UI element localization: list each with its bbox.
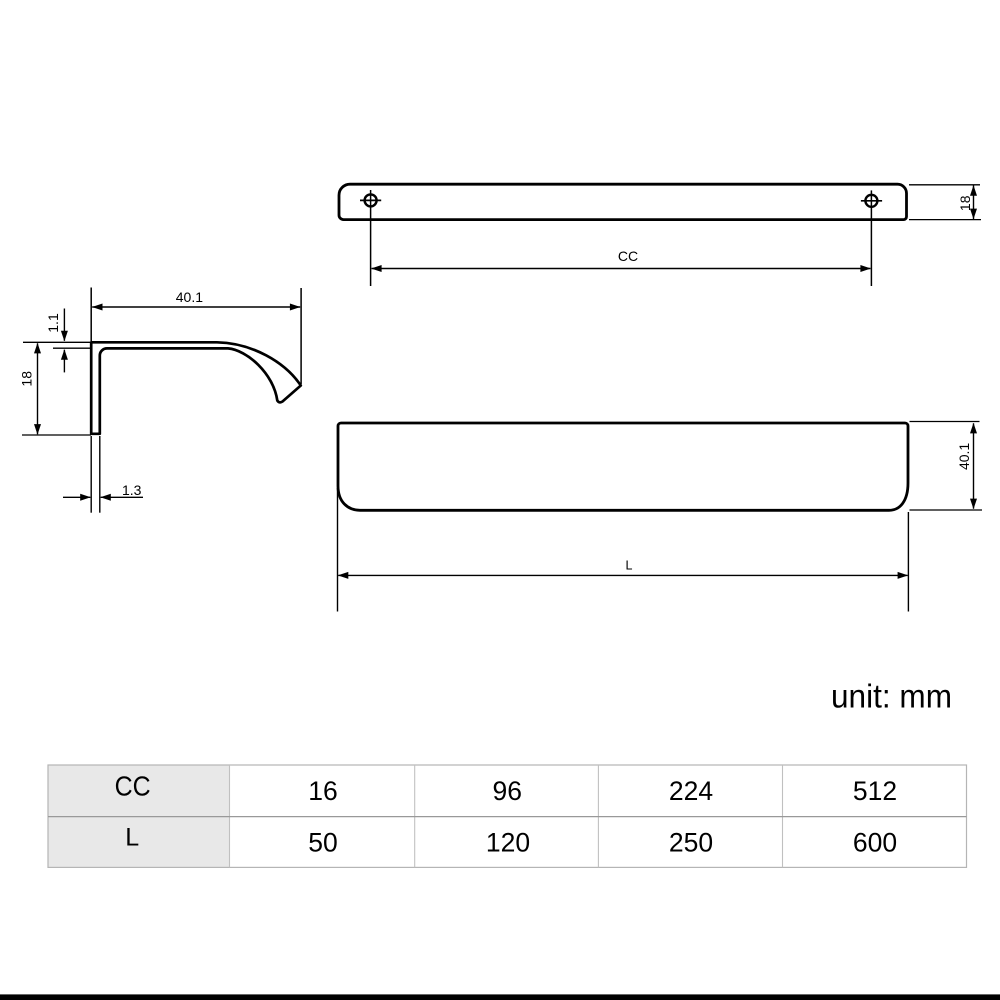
svg-text:40.1: 40.1 — [176, 289, 203, 305]
svg-text:18: 18 — [18, 371, 34, 387]
svg-text:1.3: 1.3 — [122, 482, 142, 498]
svg-text:18: 18 — [957, 195, 973, 211]
svg-text:50: 50 — [308, 828, 337, 858]
svg-text:40.1: 40.1 — [956, 443, 972, 470]
svg-text:224: 224 — [669, 776, 713, 806]
svg-text:CC: CC — [115, 771, 151, 802]
svg-text:120: 120 — [486, 828, 530, 858]
svg-text:512: 512 — [853, 776, 897, 806]
svg-text:L: L — [626, 558, 633, 572]
svg-text:250: 250 — [669, 828, 713, 858]
svg-text:CC: CC — [618, 248, 638, 264]
svg-text:unit: mm: unit: mm — [831, 678, 952, 715]
svg-text:1.1: 1.1 — [45, 313, 61, 333]
svg-text:96: 96 — [493, 776, 522, 806]
svg-text:600: 600 — [853, 828, 897, 858]
svg-text:L: L — [125, 823, 139, 851]
svg-text:16: 16 — [308, 776, 337, 806]
